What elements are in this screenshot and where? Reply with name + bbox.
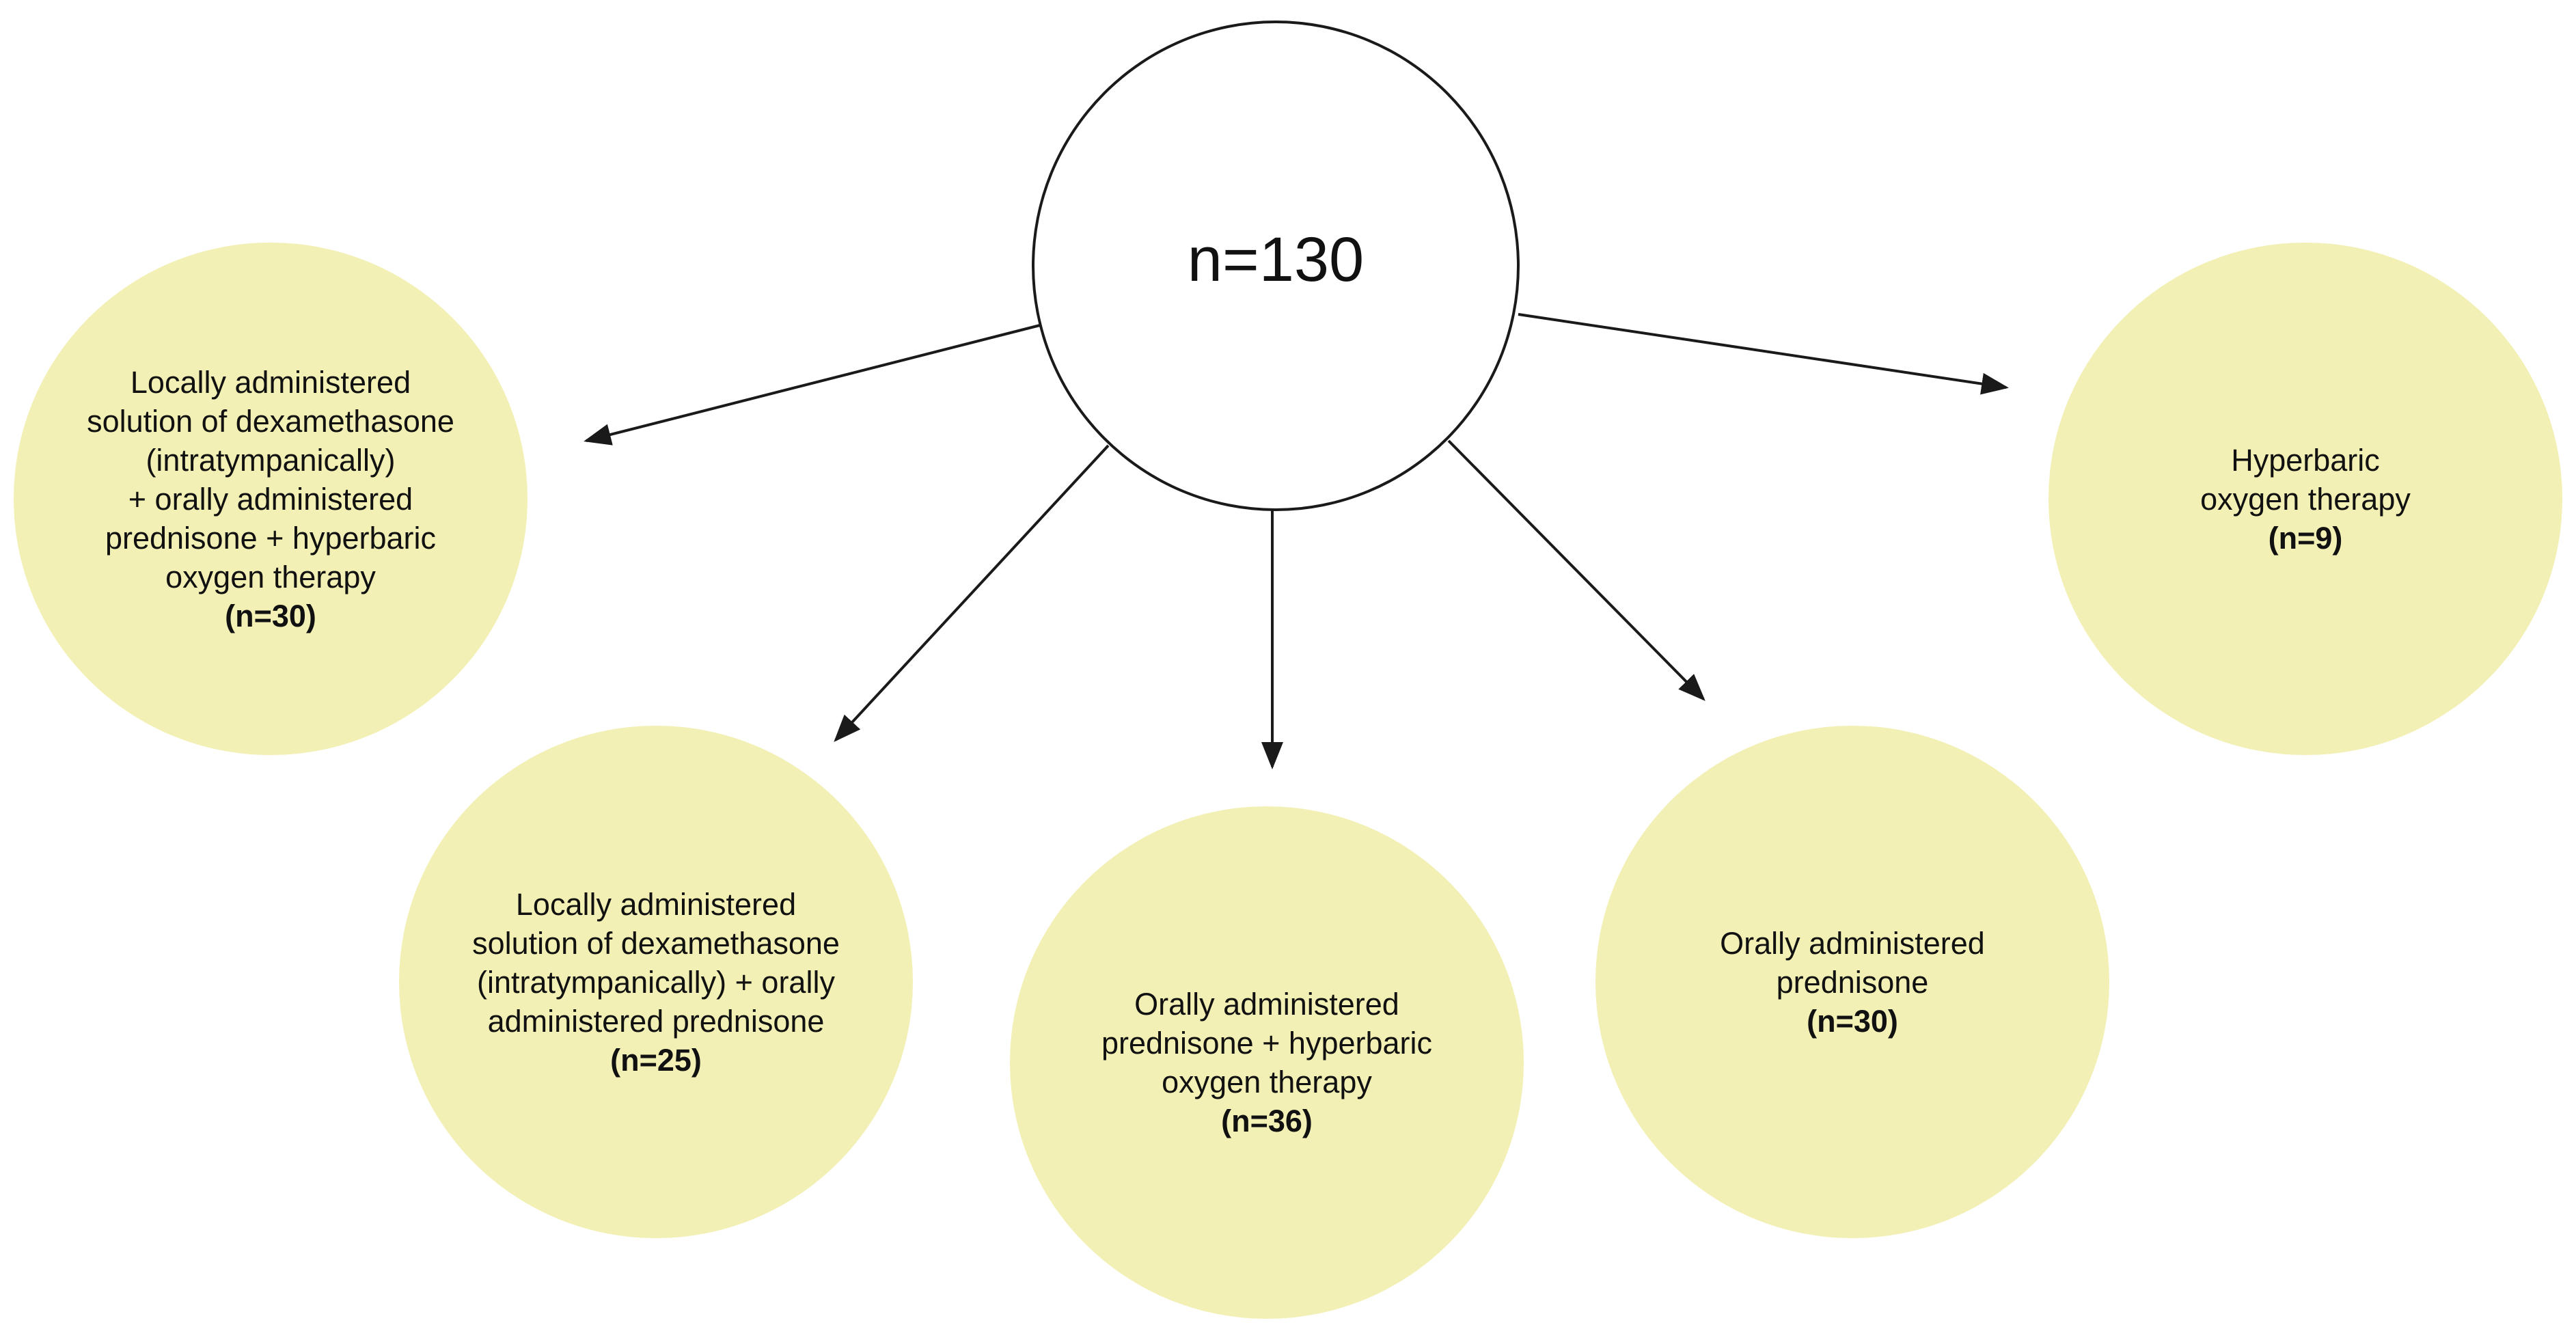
group-count: (n=30) xyxy=(1807,1003,1898,1039)
arrow-to-group-2 xyxy=(834,444,1110,742)
group-description: Orally administered prednisone + hyperba… xyxy=(1101,987,1433,1099)
group-count: (n=9) xyxy=(2268,520,2343,556)
group-node-dexamethasone-prednisone-hbot: Locally administered solution of dexamet… xyxy=(14,243,527,755)
group-description: Locally administered solution of dexamet… xyxy=(472,886,840,1039)
group-description: Locally administered solution of dexamet… xyxy=(87,364,454,594)
group-count: (n=25) xyxy=(610,1042,702,1078)
arrow-to-group-5 xyxy=(1518,313,2009,395)
group-node-dexamethasone-prednisone: Locally administered solution of dexamet… xyxy=(399,726,913,1238)
total-patients-label: n=130 xyxy=(1187,225,1365,295)
group-count: (n=36) xyxy=(1221,1104,1313,1138)
group-description: Hyperbaric oxygen therapy xyxy=(2200,442,2411,517)
total-patients-node: n=130 xyxy=(1032,20,1520,511)
arrow-to-group-4 xyxy=(1447,439,1705,701)
group-node-hbot: Hyperbaric oxygen therapy (n=9) xyxy=(2049,243,2562,755)
group-node-prednisone: Orally administered prednisone (n=30) xyxy=(1595,726,2109,1238)
group-description: Orally administered prednisone xyxy=(1720,925,1985,1000)
group-node-prednisone-hbot: Orally administered prednisone + hyperba… xyxy=(1010,806,1524,1319)
group-count: (n=30) xyxy=(225,598,316,633)
arrow-to-group-1 xyxy=(584,324,1041,446)
